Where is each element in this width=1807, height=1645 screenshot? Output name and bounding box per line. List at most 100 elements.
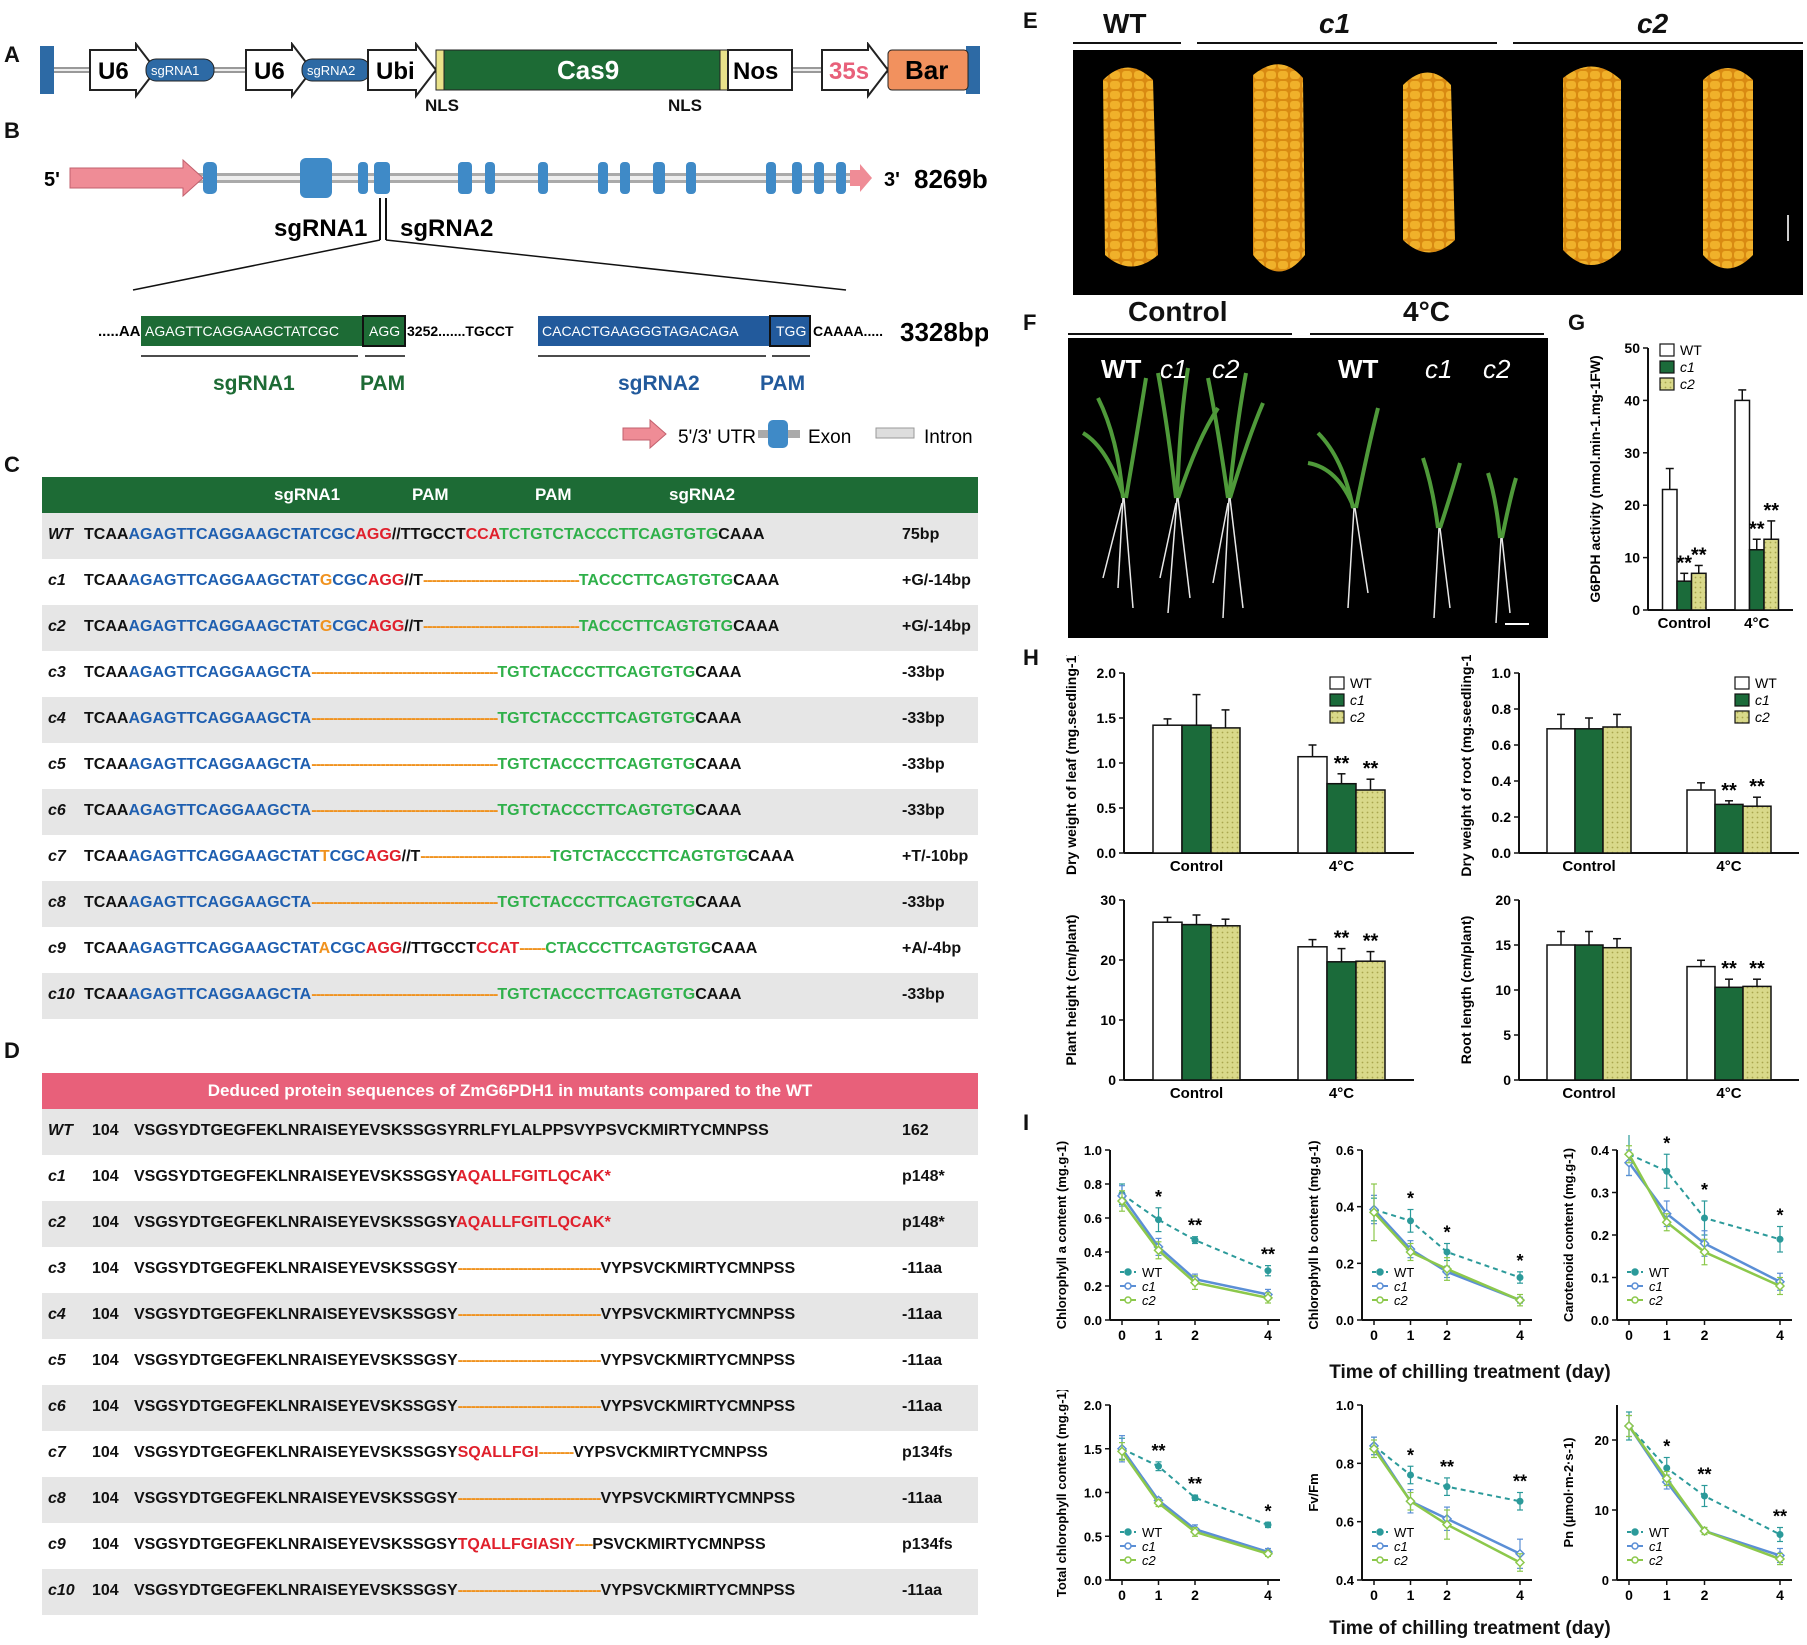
exon	[598, 162, 608, 194]
35s-label: 35s	[829, 58, 869, 85]
data-point	[1407, 1471, 1414, 1479]
bar	[1574, 944, 1604, 1081]
utr-legend-icon	[622, 418, 667, 450]
u6-promoter-1	[89, 42, 158, 99]
legend-label: WT	[1394, 1525, 1414, 1540]
mutation-note: -11aa	[902, 1306, 943, 1323]
x-tick-label: 0	[1370, 1587, 1378, 1603]
three-prime-label: 3'	[884, 169, 900, 191]
protein-segment: VSGSYDTGEGFEKLNRAISEYEVSKSSGSYRRLFYLALPP…	[134, 1122, 769, 1139]
legend-marker	[1631, 1556, 1639, 1564]
mutation-note: +A/-4bp	[902, 940, 962, 957]
series-line-c2	[1120, 1450, 1269, 1555]
x-tick-label: Control	[1170, 1085, 1223, 1102]
bar	[1355, 789, 1386, 854]
significance-mark: **	[1749, 958, 1765, 980]
legend-label: WT	[1350, 675, 1372, 691]
protein-sequence: VSGSYDTGEGFEKLNRAISEYEVSKSSGSY----------…	[134, 1352, 795, 1370]
y-tick-label: 0.8	[1084, 1177, 1102, 1192]
data-point	[1776, 1531, 1784, 1538]
seedling-label-c2-cold: c2	[1483, 354, 1511, 384]
bar	[1734, 399, 1751, 611]
data-point	[1116, 1446, 1128, 1457]
header-pam2: PAM	[535, 485, 572, 504]
data-point	[1407, 1217, 1414, 1225]
legend-marker	[1631, 1542, 1639, 1550]
bar	[1676, 580, 1693, 611]
data-point	[1623, 1420, 1635, 1432]
dna-segment: CAAA	[748, 848, 795, 865]
legend-label: c2	[1142, 1293, 1157, 1308]
protein-segment: VSGSYDTGEGFEKLNRAISEYEVSKSSGSY	[134, 1352, 458, 1369]
data-point	[1191, 1494, 1199, 1502]
protein-sequence: VSGSYDTGEGFEKLNRAISEYEVSKSSGSY----------…	[134, 1398, 795, 1416]
x-tick-label: 4	[1264, 1327, 1272, 1343]
legend-label: c1	[1142, 1279, 1156, 1294]
dna-segment: TCAA	[84, 848, 129, 865]
legend-label: c2	[1649, 1293, 1664, 1308]
dna-sequence: TCAAAGAGTTCAGGAAGCTATCGCAGG//TTGCCTCCATC…	[84, 526, 765, 544]
y-tick-label: 0.4	[1084, 1245, 1103, 1260]
header-pam1: PAM	[412, 485, 449, 504]
mutation-note: p148*	[902, 1168, 945, 1185]
region-length-label: 3328bp	[900, 317, 988, 347]
legend-marker	[1631, 1282, 1639, 1290]
exon	[538, 162, 548, 194]
y-axis-title: Carotenoid content (mg.g-1)	[1561, 1148, 1576, 1322]
legend-label: c2	[1394, 1553, 1409, 1568]
data-point	[1661, 1473, 1672, 1484]
exon	[766, 162, 776, 194]
protein-segment: VSGSYDTGEGFEKLNRAISEYEVSKSSGSY	[134, 1168, 457, 1185]
y-tick-label: 0.6	[1336, 1515, 1354, 1530]
y-tick-label: 20	[1100, 952, 1116, 968]
bar	[1714, 986, 1744, 1081]
dna-segment: TCTGTCTACCCTTCAGTGTG	[499, 526, 719, 543]
dna-segment: CAAA	[695, 894, 742, 911]
data-point	[1774, 1553, 1786, 1565]
ubi-label: Ubi	[376, 58, 415, 85]
protein-segment: TQALLFGIASIY	[457, 1536, 575, 1553]
bar	[1181, 724, 1212, 854]
exon	[458, 162, 472, 194]
data-point	[1441, 1263, 1453, 1275]
sgrna2-site-label: sgRNA2	[400, 215, 493, 242]
protein-sequence: VSGSYDTGEGFEKLNRAISEYEVSKSSGSY----------…	[134, 1260, 795, 1278]
panel-label-d: D	[4, 1038, 20, 1063]
x-tick-label: 2	[1701, 1587, 1709, 1603]
dna-segment: CAAA	[733, 572, 780, 589]
protein-sequence: VSGSYDTGEGFEKLNRAISEYEVSKSSGSYSQALLFGI--…	[134, 1444, 768, 1462]
dna-segment: AGAGTTCAGGAAGCTA	[128, 894, 312, 911]
legend-swatch	[1329, 710, 1345, 724]
protein-segment: ---------------------------------	[457, 1352, 602, 1369]
y-tick-label: 0.0	[1097, 845, 1117, 861]
y-tick-label: 0.2	[1084, 1279, 1102, 1294]
mutation-note: -33bp	[902, 664, 945, 681]
dna-segment: T	[319, 848, 330, 865]
legend-label: WT	[1680, 342, 1702, 358]
dna-segment: TGTCTACCCTTCAGTGTG	[497, 894, 696, 911]
legend-swatch	[1734, 710, 1750, 724]
dna-segment: AGG	[355, 526, 392, 543]
residue-position: 104	[92, 1122, 119, 1139]
dna-segment: TGTCTACCCTTCAGTGTG	[497, 756, 696, 773]
y-tick-label: 15	[1495, 937, 1511, 953]
residue-position: 104	[92, 1582, 119, 1599]
utr-5-arrow	[69, 158, 204, 198]
significance-mark: **	[1188, 1474, 1202, 1494]
mutation-note: -33bp	[902, 756, 945, 773]
protein-segment: VSGSYDTGEGFEKLNRAISEYEVSKSSGSY	[134, 1260, 458, 1277]
y-tick-label: 0.0	[1591, 1313, 1609, 1328]
significance-mark: *	[1516, 1251, 1523, 1271]
bar	[1210, 727, 1241, 854]
legend-swatch	[1734, 693, 1750, 707]
seq-left-text: .....AA	[98, 323, 141, 340]
y-tick-label: 0.2	[1492, 809, 1512, 825]
ubi-promoter	[367, 42, 438, 99]
dna-segment: TCAA	[84, 710, 129, 727]
dna-segment: TGTCTACCCTTCAGTGTG	[497, 664, 696, 681]
